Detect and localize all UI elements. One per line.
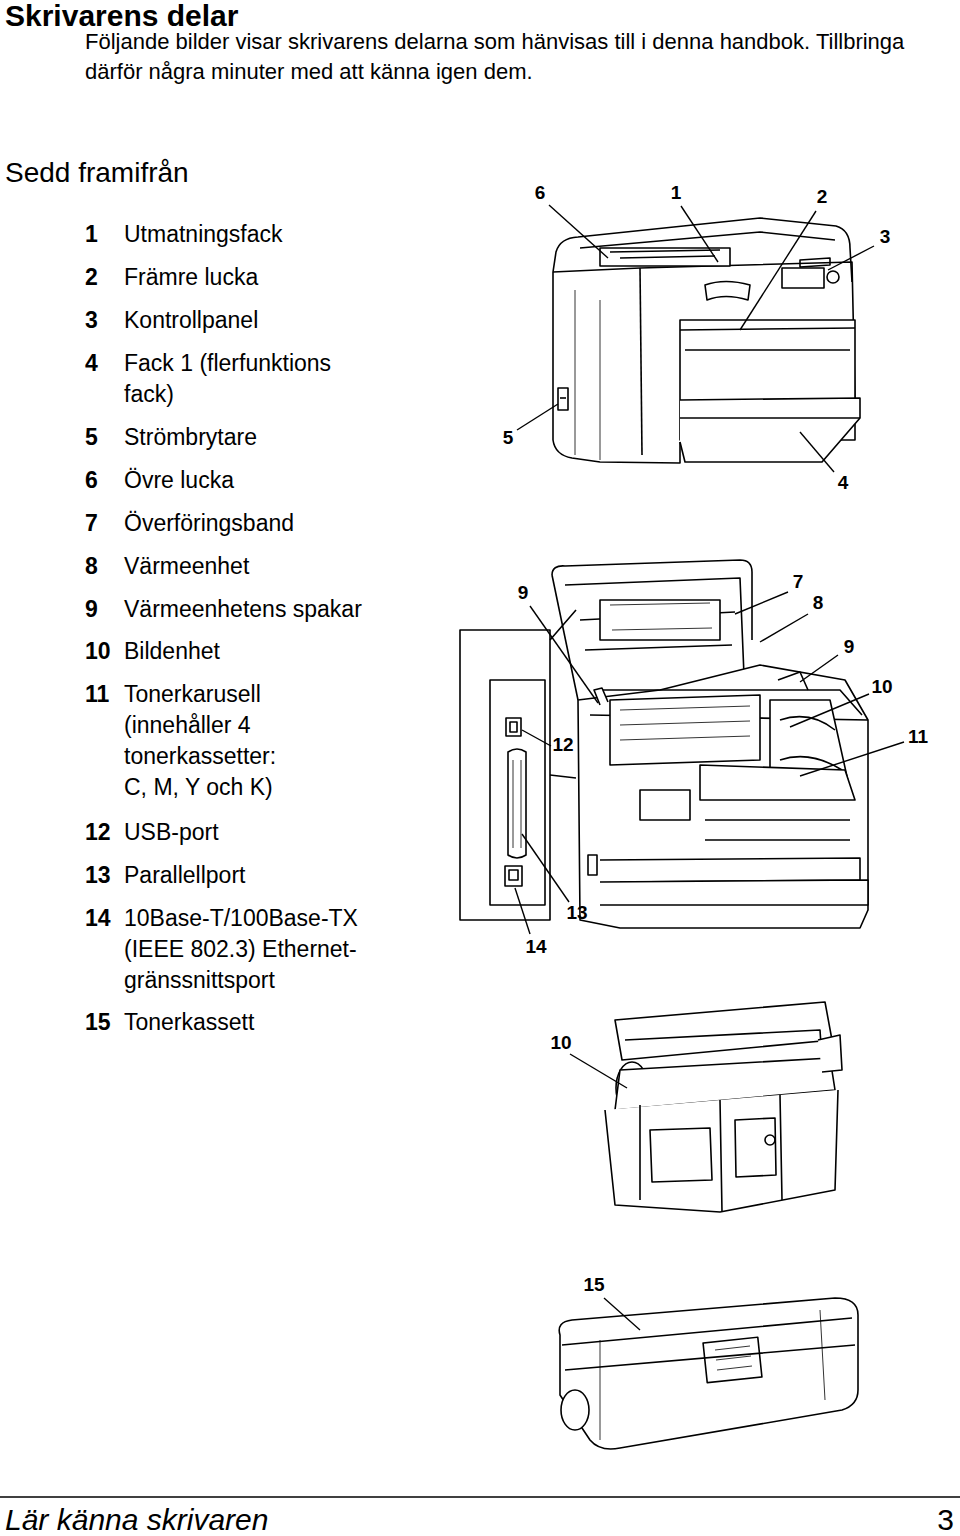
footer-rule (0, 1496, 960, 1497)
section-heading: Sedd framifrån (5, 156, 405, 190)
printer-closed (553, 218, 860, 463)
part-name: Utmatningsfack (124, 219, 444, 250)
list-number: 5 (85, 422, 121, 453)
part-name: Parallellport (124, 860, 444, 891)
part-name: Värmeenhetens spakar (124, 594, 444, 625)
callout-number: 9 (844, 636, 855, 658)
list-number: 7 (85, 508, 121, 539)
list-number: 8 (85, 551, 121, 582)
callout-number: 8 (813, 592, 824, 614)
image-unit (605, 1002, 842, 1212)
part-name: Överföringsband (124, 508, 444, 539)
callout-number: 9 (518, 582, 529, 604)
callout-number: 7 (793, 571, 804, 593)
part-name: USB-port (124, 817, 444, 848)
toner-cartridge (559, 1298, 858, 1449)
part-name: 10Base-T/100Base-TX (IEEE 802.3) Etherne… (124, 903, 396, 996)
callout-number: 2 (817, 186, 828, 208)
list-number: 2 (85, 262, 121, 293)
part-name: Strömbrytare (124, 422, 444, 453)
list-number: 4 (85, 348, 121, 379)
list-number: 9 (85, 594, 121, 625)
part-name: Främre lucka (124, 262, 444, 293)
part-name: Kontrollpanel (124, 305, 444, 336)
list-number: 1 (85, 219, 121, 250)
part-name: Bildenhet (124, 636, 444, 667)
callout-number: 12 (552, 734, 573, 756)
callout-number: 14 (525, 936, 546, 958)
list-number: 10 (85, 636, 121, 667)
list-number: 12 (85, 817, 121, 848)
footer-text: Lär känna skrivaren (5, 1502, 605, 1536)
part-name: Tonerkarusell (innehåller 4 tonerkassett… (124, 679, 296, 803)
part-name: Övre lucka (124, 465, 444, 496)
list-number: 13 (85, 860, 121, 891)
page-title: Skrivarens delar (5, 0, 238, 33)
list-number: 6 (85, 465, 121, 496)
callout-number: 1 (671, 182, 682, 204)
callout-number: 13 (566, 902, 587, 924)
leader-lines (515, 205, 904, 1330)
list-number: 11 (85, 679, 121, 710)
callout-number: 10 (550, 1032, 571, 1054)
callout-number: 4 (838, 472, 849, 494)
callout-number: 5 (503, 427, 514, 449)
page-number: 3 (920, 1502, 954, 1536)
port-panel (460, 610, 576, 920)
callout-number: 6 (535, 182, 546, 204)
callout-number: 15 (583, 1274, 604, 1296)
callout-number: 10 (871, 676, 892, 698)
part-name: Tonerkassett (124, 1007, 444, 1038)
part-name: Värmeenhet (124, 551, 444, 582)
part-name: Fack 1 (flerfunktions fack) (124, 348, 342, 410)
list-number: 15 (85, 1007, 121, 1038)
intro-text: Följande bilder visar skrivarens delarna… (85, 27, 945, 87)
callout-number: 11 (908, 726, 928, 748)
list-number: 3 (85, 305, 121, 336)
list-number: 14 (85, 903, 121, 934)
printer-open (552, 560, 868, 928)
callout-number: 3 (880, 226, 891, 248)
